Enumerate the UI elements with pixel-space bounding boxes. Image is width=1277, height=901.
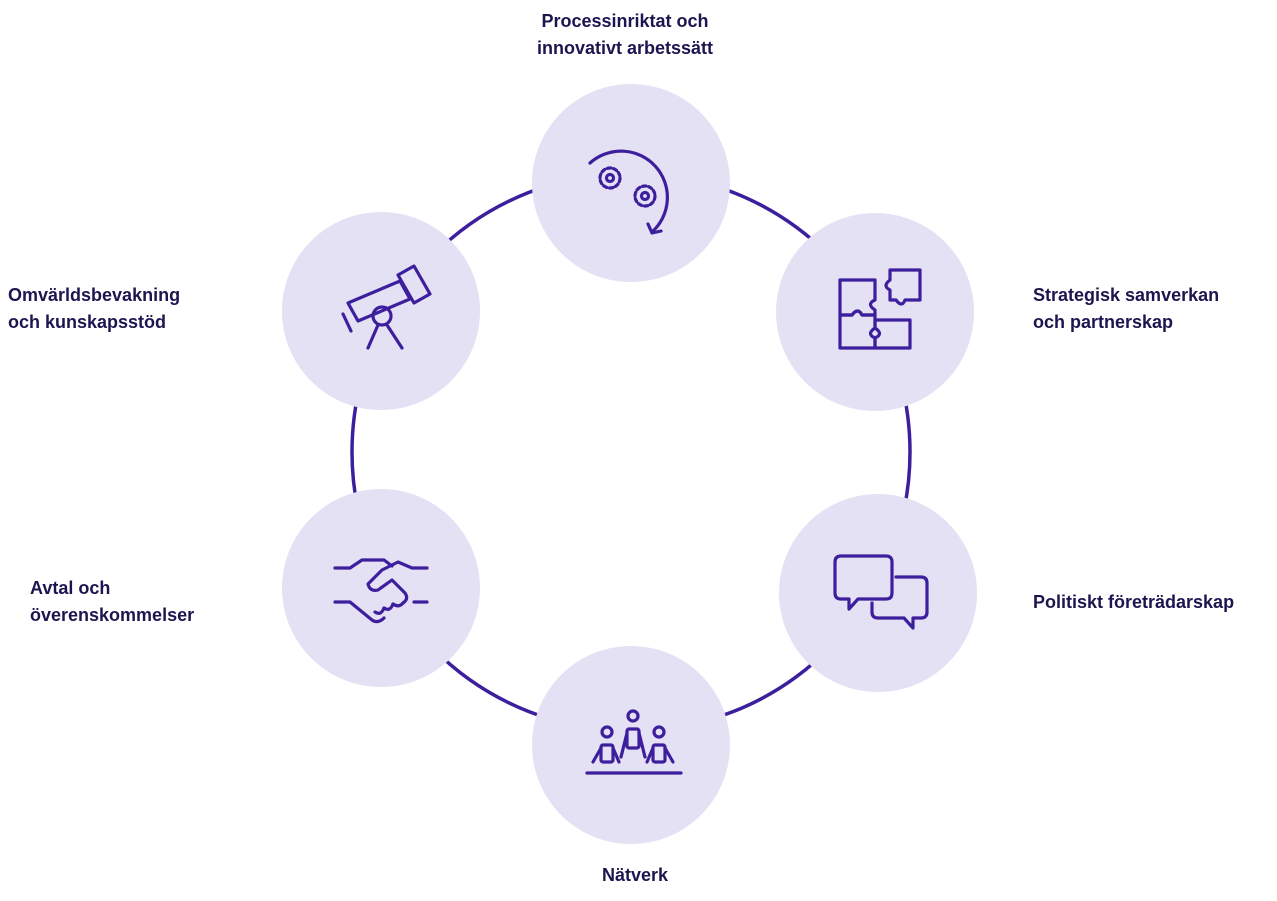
puzzle-icon bbox=[838, 268, 922, 350]
node-label-upper-right: Strategisk samverkan och partnerskap bbox=[1033, 282, 1219, 336]
node-label-upper-right-line2: och partnerskap bbox=[1033, 312, 1174, 332]
node-label-upper-left-line2: och kunskapsstöd bbox=[8, 312, 167, 332]
handshake-icon bbox=[333, 558, 429, 624]
node-label-top-line1: Processinriktat och bbox=[541, 11, 709, 31]
node-label-top-line2: innovativt arbetssätt bbox=[536, 38, 714, 58]
gears-cycle-icon bbox=[588, 149, 669, 235]
node-label-lower-left-line2: överenskommelser bbox=[30, 605, 195, 625]
node-bottom-circle bbox=[532, 646, 730, 844]
node-label-upper-left: Omvärldsbevakning och kunskapsstöd bbox=[8, 282, 180, 336]
node-label-top: Processinriktat och innovativt arbetssät… bbox=[470, 8, 780, 62]
node-top-circle bbox=[532, 84, 730, 282]
node-lower-right-circle bbox=[779, 494, 977, 692]
node-label-upper-right-line1: Strategisk samverkan bbox=[1033, 285, 1220, 305]
speech-bubbles-icon bbox=[833, 554, 929, 630]
node-label-bottom: Nätverk bbox=[560, 862, 710, 889]
people-meeting-icon bbox=[585, 709, 683, 775]
node-label-bottom-line1: Nätverk bbox=[601, 865, 669, 885]
node-label-lower-left: Avtal och överenskommelser bbox=[30, 575, 194, 629]
node-label-lower-right-line1: Politiskt företrädarskap bbox=[1033, 592, 1235, 612]
node-label-lower-left-line1: Avtal och bbox=[30, 578, 111, 598]
telescope-icon bbox=[341, 264, 432, 350]
node-label-lower-right: Politiskt företrädarskap bbox=[1033, 589, 1234, 616]
node-label-upper-left-line1: Omvärldsbevakning bbox=[8, 285, 181, 305]
